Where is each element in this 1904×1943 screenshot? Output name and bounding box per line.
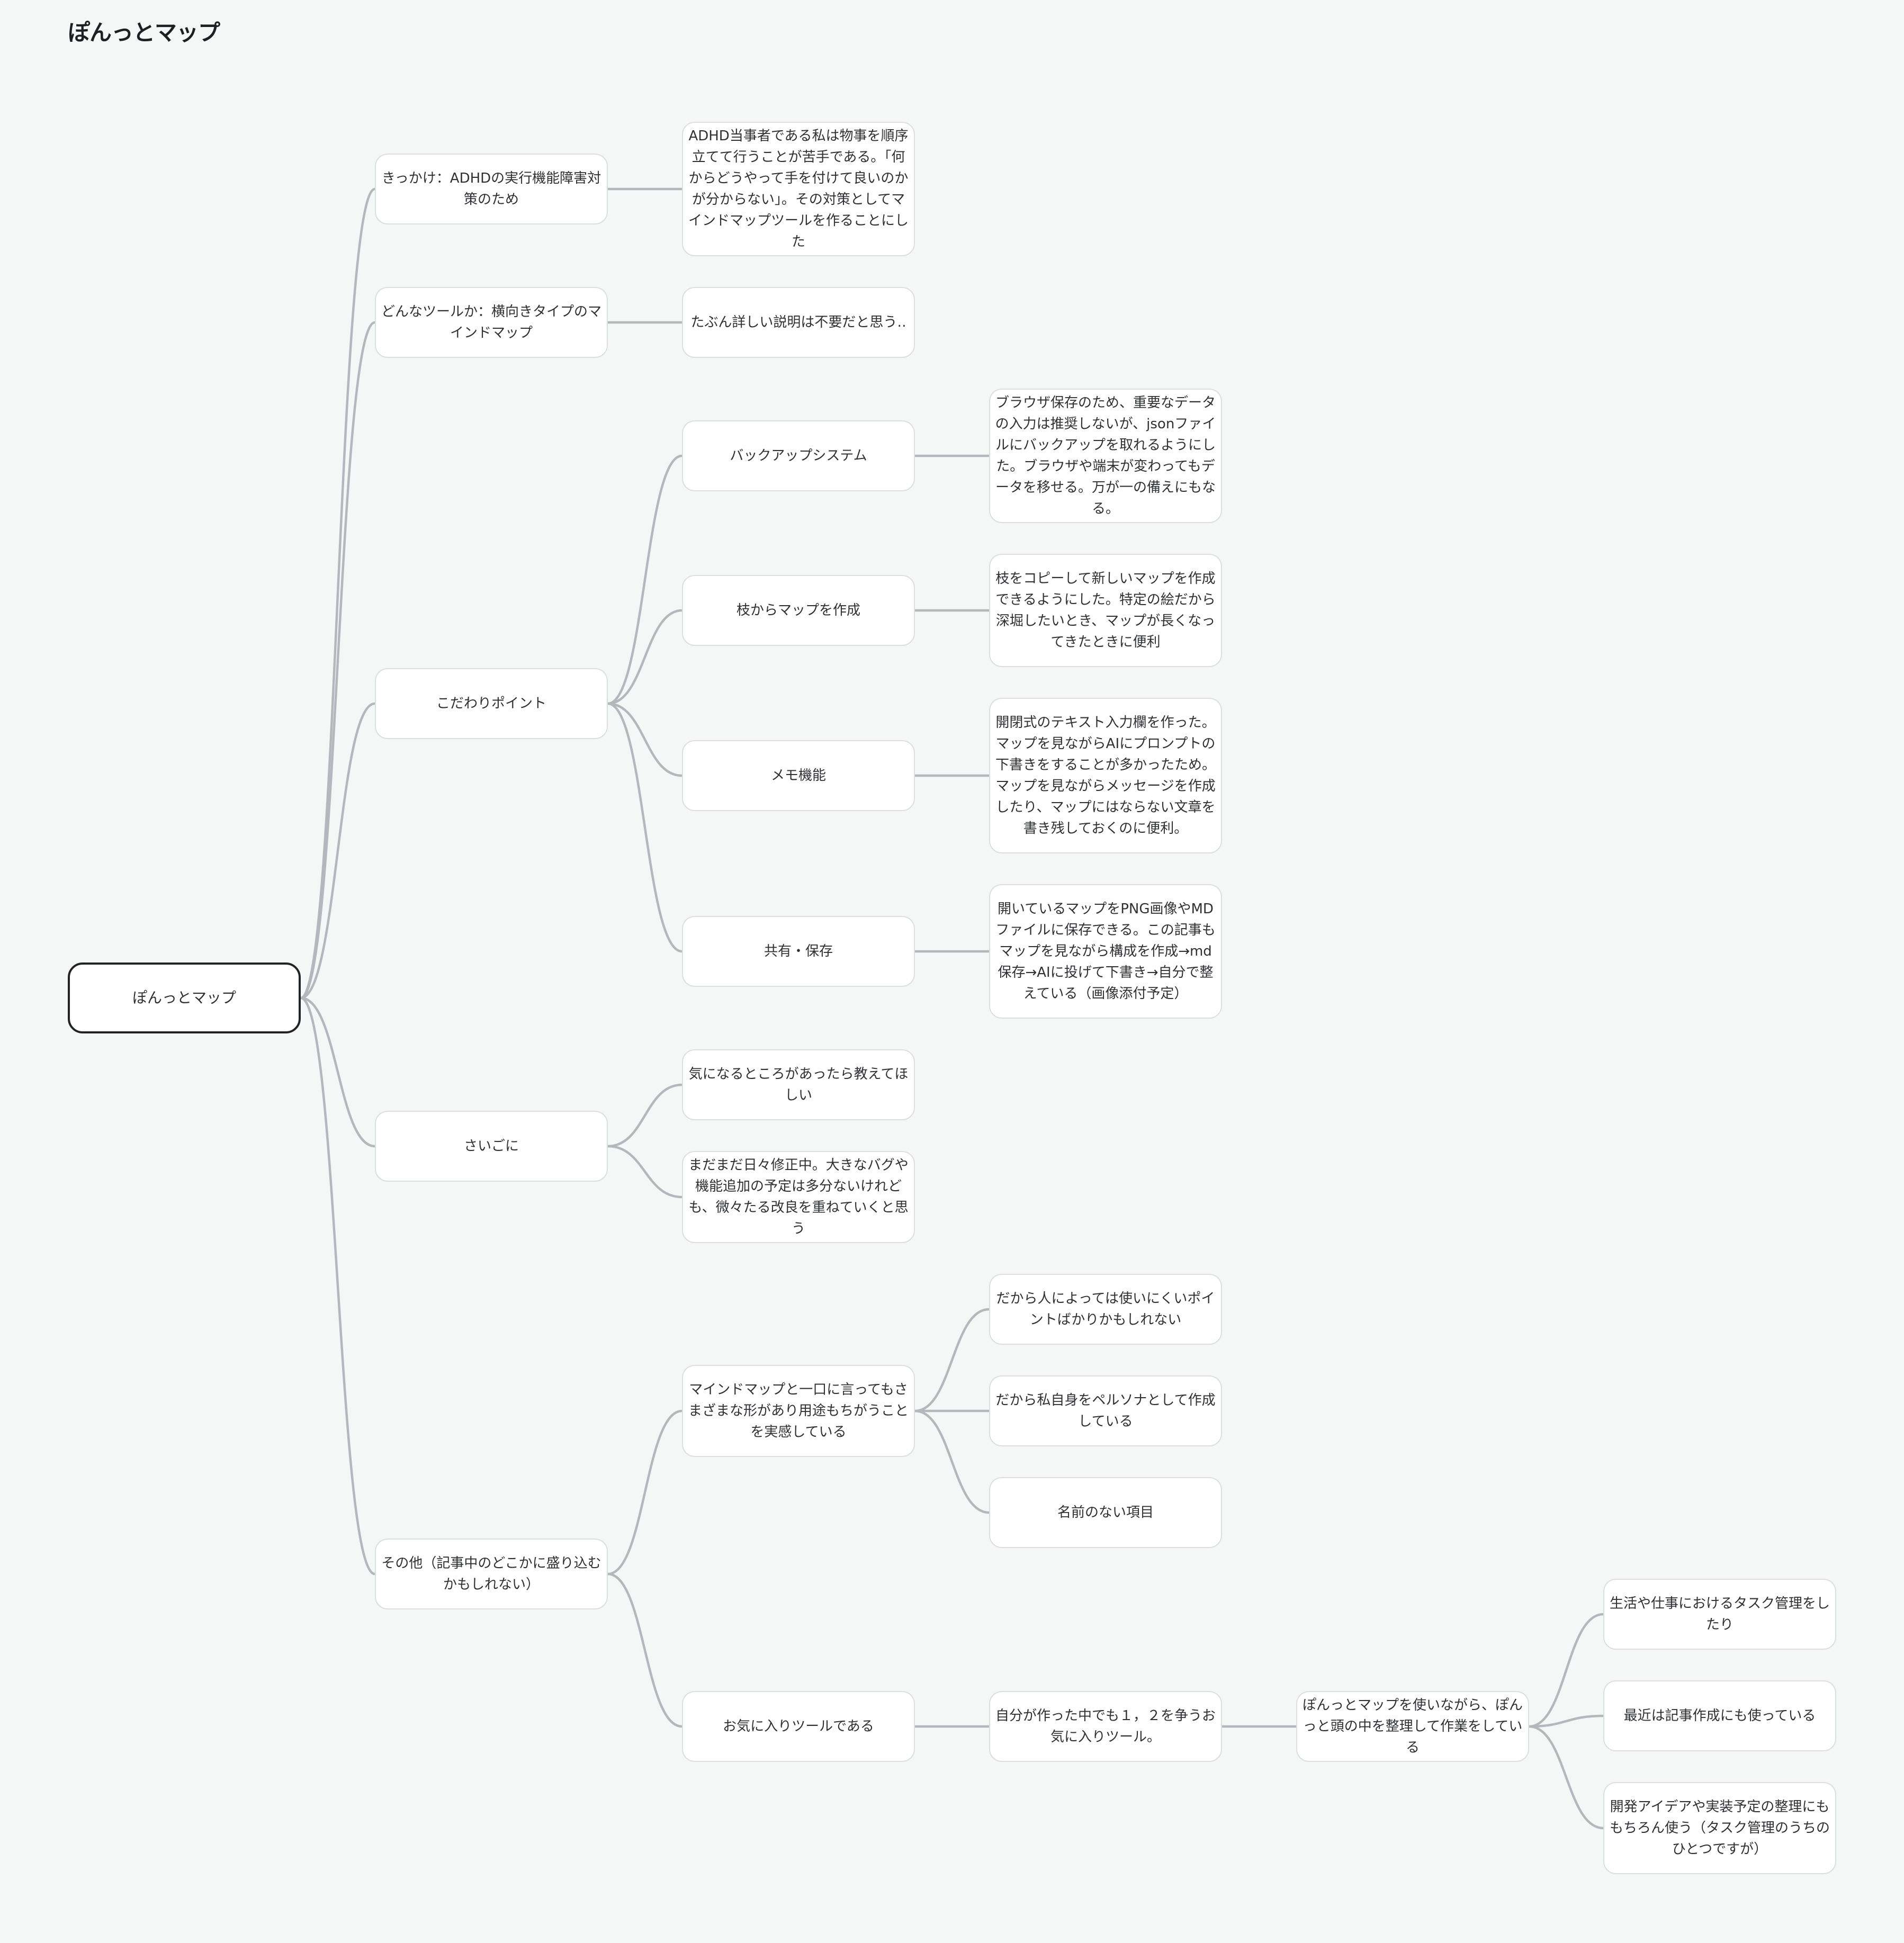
root-node[interactable]: ぽんっとマップ	[68, 962, 301, 1033]
page-title: ぽんっとマップ	[68, 20, 220, 46]
node-share-detail[interactable]: 開いているマップをPNG画像やMDファイルに保存できる。この記事もマップを見なが…	[989, 884, 1222, 1019]
connector-root-kodawari	[300, 702, 375, 1000]
node-tool-detail[interactable]: たぶん詳しい説明は不要だと思う‥	[682, 287, 915, 358]
connector-mindmap-mindmap_1	[914, 1308, 990, 1413]
connector-kodawari-share	[607, 702, 682, 953]
node-fav[interactable]: お気に入りツールである	[682, 1691, 915, 1762]
node-mindmap-2[interactable]: だから私自身をペルソナとして作成している	[989, 1375, 1222, 1446]
connector-root-tool	[300, 321, 375, 1000]
connector-saigo-saigo_1	[607, 1083, 682, 1148]
node-share[interactable]: 共有・保存	[682, 916, 915, 987]
node-backup[interactable]: バックアップシステム	[682, 420, 915, 491]
connector-root-kikkake	[300, 187, 375, 1000]
node-saigo-1[interactable]: 気になるところがあったら教えてほしい	[682, 1049, 915, 1120]
connector-kodawari-backup	[607, 454, 682, 705]
node-branch[interactable]: 枝からマップを作成	[682, 575, 915, 646]
node-fav-3a[interactable]: 生活や仕事におけるタスク管理をしたり	[1603, 1579, 1836, 1650]
node-fav-3c[interactable]: 開発アイデアや実装予定の整理にももちろん使う（タスク管理のうちのひとつですが）	[1603, 1782, 1836, 1874]
node-fav-3b[interactable]: 最近は記事作成にも使っている	[1603, 1680, 1836, 1751]
connector-other-fav	[607, 1572, 682, 1728]
node-kikkake[interactable]: きっかけ：ADHDの実行機能障害対策のため	[375, 154, 608, 224]
connector-root-other	[300, 996, 375, 1576]
connector-root-saigo	[300, 996, 375, 1148]
node-mindmap[interactable]: マインドマップと一口に言ってもさまざまな形があり用途もちがうことを実感している	[682, 1365, 915, 1457]
node-fav-1[interactable]: 自分が作った中でも１，２を争うお気に入りツール。	[989, 1691, 1222, 1762]
connector-fav_2-fav_3a	[1529, 1613, 1604, 1728]
connector-kodawari-branch	[607, 609, 682, 705]
connector-fav_2-fav_3c	[1529, 1725, 1604, 1830]
node-saigo-2[interactable]: まだまだ日々修正中。大きなバグや機能追加の予定は多分ないけれども、微々たる改良を…	[682, 1151, 915, 1243]
node-saigo[interactable]: さいごに	[375, 1111, 608, 1182]
connector-kodawari-memo	[607, 702, 682, 777]
node-memo-detail[interactable]: 開閉式のテキスト入力欄を作った。マップを見ながらAIにプロンプトの下書きをするこ…	[989, 698, 1222, 853]
node-tool[interactable]: どんなツールか：横向きタイプのマインドマップ	[375, 287, 608, 358]
node-branch-detail[interactable]: 枝をコピーして新しいマップを作成できるようにした。特定の絵だから深堀したいとき、…	[989, 554, 1222, 667]
connector-mindmap-mindmap_3	[914, 1409, 990, 1514]
node-mindmap-3[interactable]: 名前のない項目	[989, 1477, 1222, 1548]
node-fav-2[interactable]: ぽんっとマップを使いながら、ぽんっと頭の中を整理して作業をしている	[1296, 1691, 1529, 1762]
node-other[interactable]: その他（記事中のどこかに盛り込むかもしれない）	[375, 1539, 608, 1609]
node-backup-detail[interactable]: ブラウザ保存のため、重要なデータの入力は推奨しないが、jsonファイルにバックア…	[989, 389, 1222, 523]
connector-saigo-saigo_2	[607, 1145, 682, 1199]
node-mindmap-1[interactable]: だから人によっては使いにくいポイントばかりかもしれない	[989, 1274, 1222, 1345]
connector-other-mindmap	[607, 1409, 682, 1576]
node-kodawari[interactable]: こだわりポイント	[375, 668, 608, 739]
node-kikkake-detail[interactable]: ADHD当事者である私は物事を順序立てて行うことが苦手である。「何からどうやって…	[682, 122, 915, 256]
node-memo[interactable]: メモ機能	[682, 740, 915, 811]
connector-fav_2-fav_3b	[1529, 1714, 1604, 1728]
